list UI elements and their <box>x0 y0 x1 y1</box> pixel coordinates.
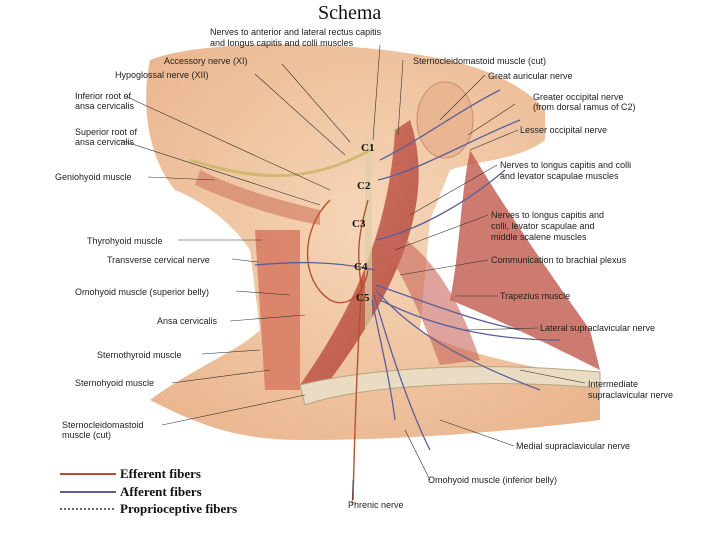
afferent-nerve-9 <box>379 299 561 341</box>
label-intermediate-supraclavicular-2: supraclavicular nerve <box>588 390 674 400</box>
hyoid-muscles <box>195 170 320 225</box>
label-nerves-longus-b: Nerves to longus capitis and <box>491 210 605 220</box>
afferent-nerve-2 <box>377 119 521 181</box>
level-c5: C5 <box>356 292 370 304</box>
sternocleidomastoid-muscle <box>300 120 419 385</box>
legend-afferent: Afferent fibers <box>60 484 202 500</box>
label-greater-occipital-2: (from dorsal ramus of C2) <box>533 102 636 112</box>
afferent-nerve-1 <box>379 89 501 161</box>
ear <box>416 81 474 159</box>
label-hypoglossal-nerve: Hypoglossal nerve (XII) <box>115 70 209 80</box>
label-medial-supraclavicular: Medial supraclavicular nerve <box>516 441 631 451</box>
level-c1: C1 <box>361 142 375 154</box>
label-nerves-longus-b2: colli, levator scapulae and <box>491 221 595 231</box>
label-sternothyroid: Sternothyroid muscle <box>97 350 182 360</box>
afferent-nerve-3 <box>375 169 506 241</box>
label-transverse-cervical: Transverse cervical nerve <box>107 255 210 265</box>
label-great-auricular: Great auricular nerve <box>488 71 573 81</box>
label-omohyoid-superior: Omohyoid muscle (superior belly) <box>75 287 210 297</box>
label-accessory-nerve: Accessory nerve (XI) <box>164 56 248 66</box>
afferent-nerve-8 <box>371 299 396 421</box>
label-sternohyoid: Sternohyoid muscle <box>75 378 155 388</box>
label-inferior-root: Inferior root of <box>75 91 132 101</box>
label-geniohyoid: Geniohyoid muscle <box>55 172 132 182</box>
afferent-nerve-5 <box>375 284 521 331</box>
label-omohyoid-inferior: Omohyoid muscle (inferior belly) <box>428 475 558 485</box>
label-lesser-occipital: Lesser occipital nerve <box>520 125 608 135</box>
legend-efferent-label: Efferent fibers <box>120 466 201 481</box>
label-inferior-root-2: ansa cervicalis <box>75 101 135 111</box>
strap-muscles <box>255 230 300 390</box>
legend-proprioceptive: Proprioceptive fibers <box>60 501 237 517</box>
figure-title: Schema <box>318 2 382 24</box>
efferent-swatch <box>60 473 116 475</box>
level-c2: C2 <box>357 180 371 192</box>
label-intermediate-supraclavicular: Intermediate <box>588 379 639 389</box>
cervical-spine <box>365 140 372 330</box>
label-nerves-rectus: Nerves to anterior and lateral rectus ca… <box>210 27 382 37</box>
efferent-ansa <box>306 199 369 304</box>
label-trapezius: Trapezius muscle <box>500 291 571 301</box>
label-scm-cut-left: Sternocleidomastoid <box>62 420 144 430</box>
afferent-nerve-4 <box>254 261 376 271</box>
level-c4: C4 <box>354 261 368 273</box>
label-thyrohyoid: Thyrohyoid muscle <box>87 236 163 246</box>
efferent-phrenic <box>352 279 363 501</box>
label-nerves-rectus-2: and longus capitis and colli muscles <box>210 38 354 48</box>
label-superior-root-2: ansa cervicalis <box>75 137 135 147</box>
label-greater-occipital: Greater occipital nerve <box>533 92 624 102</box>
trapezius-muscle <box>450 150 600 370</box>
label-lateral-supraclavicular: Lateral supraclavicular nerve <box>540 323 656 333</box>
label-superior-root: Superior root of <box>75 127 138 137</box>
label-nerves-longus-b3: middle scalene muscles <box>491 232 587 242</box>
afferent-swatch <box>60 491 116 493</box>
label-communication-brachial: Communication to brachial plexus <box>491 255 627 265</box>
level-c3: C3 <box>352 218 366 230</box>
legend-proprioceptive-label: Proprioceptive fibers <box>120 501 238 516</box>
label-scm-cut-right: Sternocleidomastoid muscle (cut) <box>413 56 547 66</box>
clavicle <box>299 366 601 406</box>
label-ansa-cervicalis: Ansa cervicalis <box>157 316 218 326</box>
hypoglossal-nerve <box>189 148 371 178</box>
scalene-area <box>380 230 480 365</box>
proprioceptive-swatch <box>60 508 116 510</box>
label-nerves-longus-a: Nerves to longus capitis and colli <box>500 160 632 170</box>
legend-efferent: Efferent fibers <box>60 466 201 482</box>
efferent-root <box>357 199 369 291</box>
legend-afferent-label: Afferent fibers <box>120 484 202 499</box>
label-phrenic-nerve: Phrenic nerve <box>348 500 404 510</box>
label-nerves-longus-a2: and levator scapulae muscles <box>500 171 619 181</box>
afferent-nerve-7 <box>373 294 431 451</box>
label-scm-cut-left-2: muscle (cut) <box>62 430 112 440</box>
